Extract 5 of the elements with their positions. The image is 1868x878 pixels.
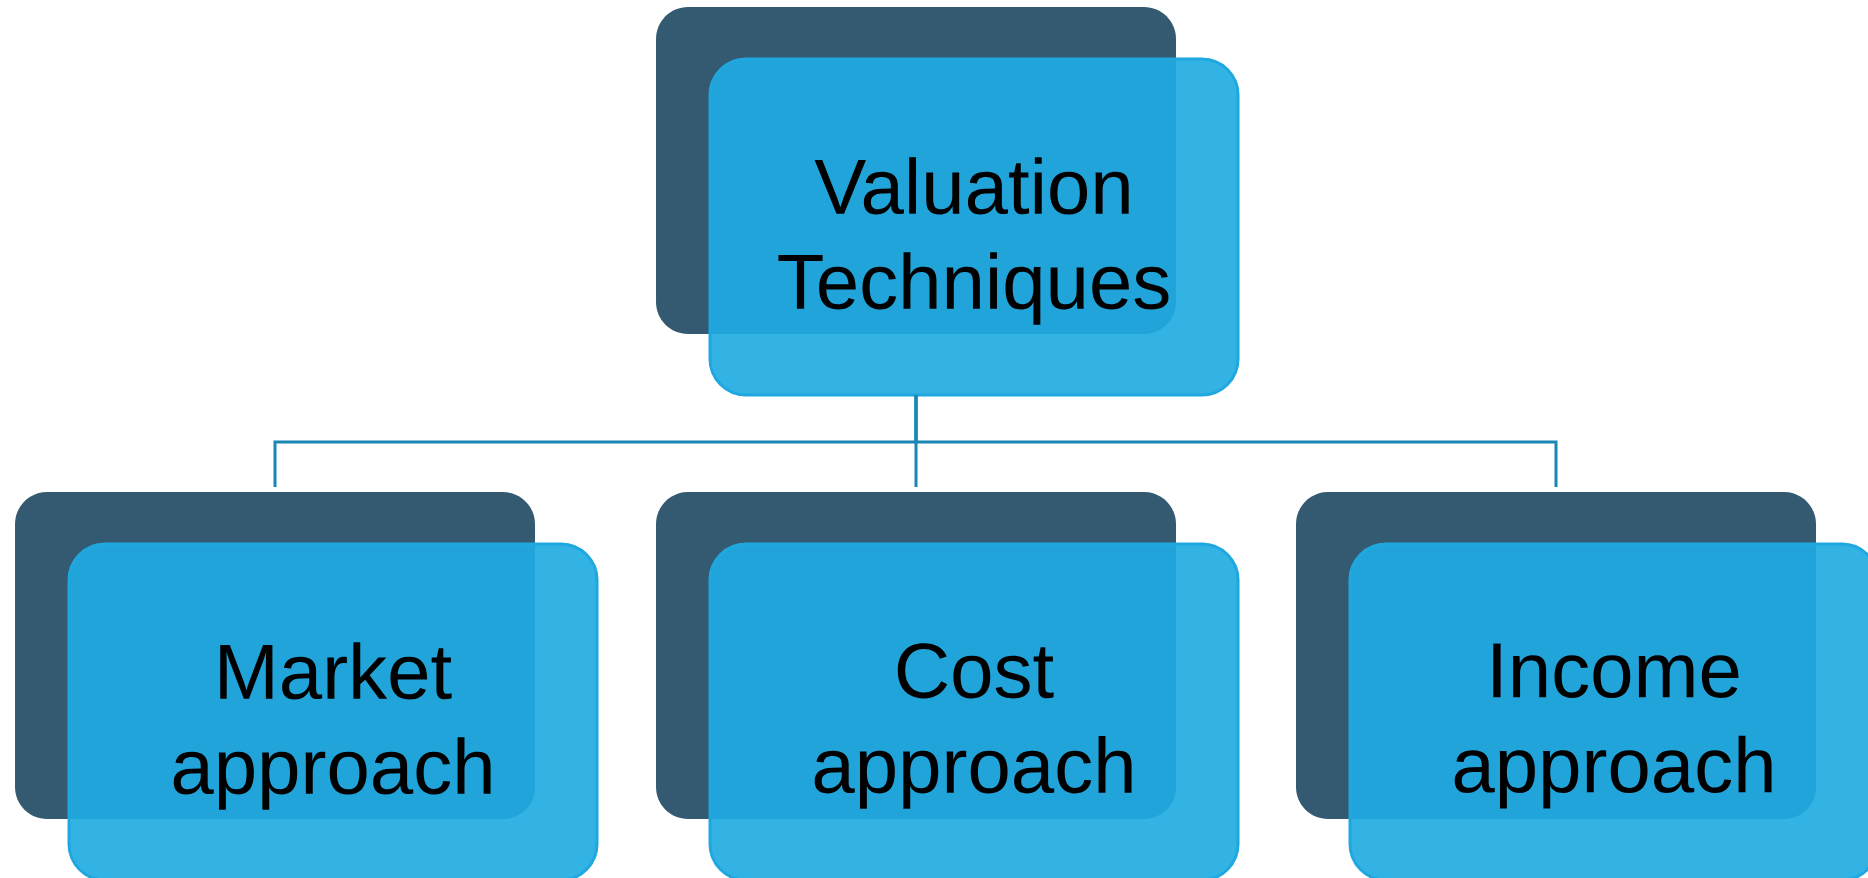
process-box: Cost approach bbox=[656, 492, 1240, 878]
connector-line bbox=[914, 395, 1558, 487]
process-box: Market approach bbox=[15, 492, 599, 878]
process-box: Valuation Techniques bbox=[656, 7, 1240, 397]
process-box: Income approach bbox=[1296, 492, 1868, 878]
